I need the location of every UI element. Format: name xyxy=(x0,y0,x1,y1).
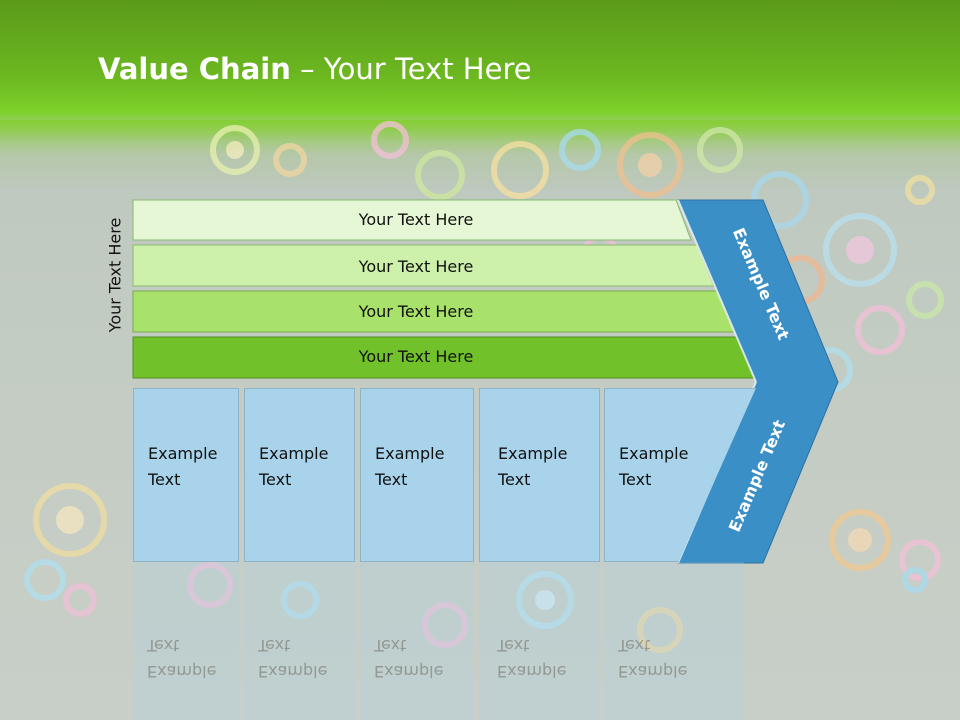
header-band xyxy=(0,0,960,140)
card-2-line2: Text xyxy=(259,470,292,489)
bar-1-label: Your Text Here xyxy=(358,210,474,229)
card-2: Example Text xyxy=(244,388,355,562)
card-4-line2: Text xyxy=(498,470,531,489)
bar-2-label: Your Text Here xyxy=(358,257,474,276)
card-3-line2: Text xyxy=(375,470,408,489)
title-rest: – Your Text Here xyxy=(290,52,532,86)
card-5-line1: Example xyxy=(619,444,689,463)
card-3-line1: Example xyxy=(375,444,445,463)
card-5-line2: Text xyxy=(619,470,652,489)
header-fade xyxy=(0,120,960,190)
card-4-line1: Example xyxy=(498,444,568,463)
card-3: Example Text xyxy=(360,388,474,562)
bar-4-label: Your Text Here xyxy=(358,347,474,366)
bar-3-label: Your Text Here xyxy=(358,302,474,321)
page-title: Value Chain – Your Text Here xyxy=(98,52,532,86)
chevron-edge xyxy=(677,199,757,383)
card-1-line2: Text xyxy=(148,470,181,489)
bar-1 xyxy=(132,199,692,241)
card-4: Example Text xyxy=(479,388,600,562)
card-1: Example Text xyxy=(133,388,239,562)
title-bold: Value Chain xyxy=(98,52,291,86)
card-1-line1: Example xyxy=(148,444,218,463)
card-2-line1: Example xyxy=(259,444,329,463)
